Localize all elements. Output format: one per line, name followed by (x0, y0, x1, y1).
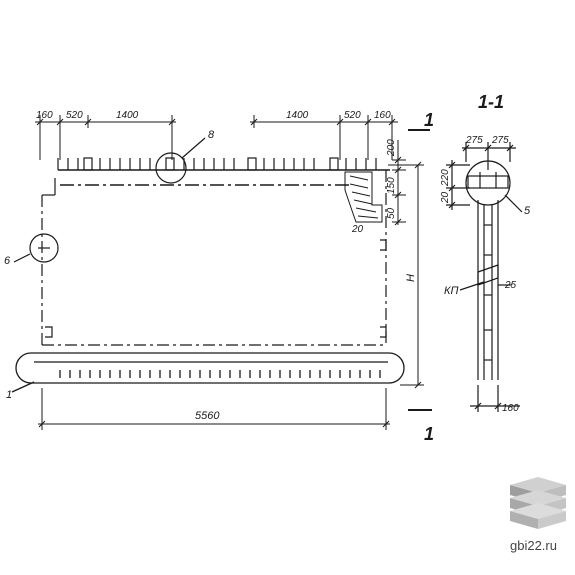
side-anchors (45, 239, 387, 338)
dim-top-left-3: 1400 (116, 110, 139, 121)
callout-6-circle (13, 233, 59, 263)
callout-8-label: 8 (208, 129, 215, 141)
panel-outline (41, 170, 387, 346)
section-mark-top-label: 1 (424, 110, 434, 130)
section-callout-5: 5 (524, 205, 531, 217)
height-label: H (405, 274, 417, 282)
dim-top-left-2: 520 (66, 110, 83, 121)
bottom-loop-bar (11, 352, 405, 393)
section-width-dim: 160 (502, 403, 519, 414)
dim-right-2: 150 (386, 177, 397, 194)
section-rebar-dim: 25 (504, 280, 517, 291)
dim-right-3: 50 (386, 207, 397, 219)
section-view (446, 142, 523, 412)
top-dimension-chain (35, 115, 398, 160)
section-dim-left-1: 220 (440, 169, 451, 187)
panel-top-edge (58, 169, 390, 186)
watermark-logo (510, 477, 566, 529)
callout-8-circle (155, 137, 206, 184)
section-title: 1-1 (478, 92, 504, 112)
dim-right-small: 20 (351, 224, 364, 235)
bottom-dimension-label: 5560 (195, 410, 220, 422)
callout-1-label: 1 (6, 389, 12, 401)
callout-6-label: 6 (4, 255, 11, 267)
dim-right-1: 200 (386, 139, 397, 157)
bottom-dimension (38, 388, 390, 430)
dim-top-right-1: 1400 (286, 110, 309, 121)
section-dim-top-1: 275 (465, 135, 483, 146)
right-dimension-chain (388, 140, 424, 389)
dim-top-right-3: 160 (374, 110, 391, 121)
section-dim-left-2: 20 (440, 191, 451, 204)
section-dim-top-2: 275 (491, 135, 509, 146)
top-stirrups (57, 157, 377, 171)
section-mark-bottom-label: 1 (424, 424, 434, 444)
watermark-text: gbi22.ru (510, 538, 557, 553)
dim-top-right-2: 520 (344, 110, 361, 121)
dim-top-left-1: 160 (36, 110, 53, 121)
corner-detail (344, 171, 383, 223)
section-kp-label: КП (444, 285, 458, 297)
